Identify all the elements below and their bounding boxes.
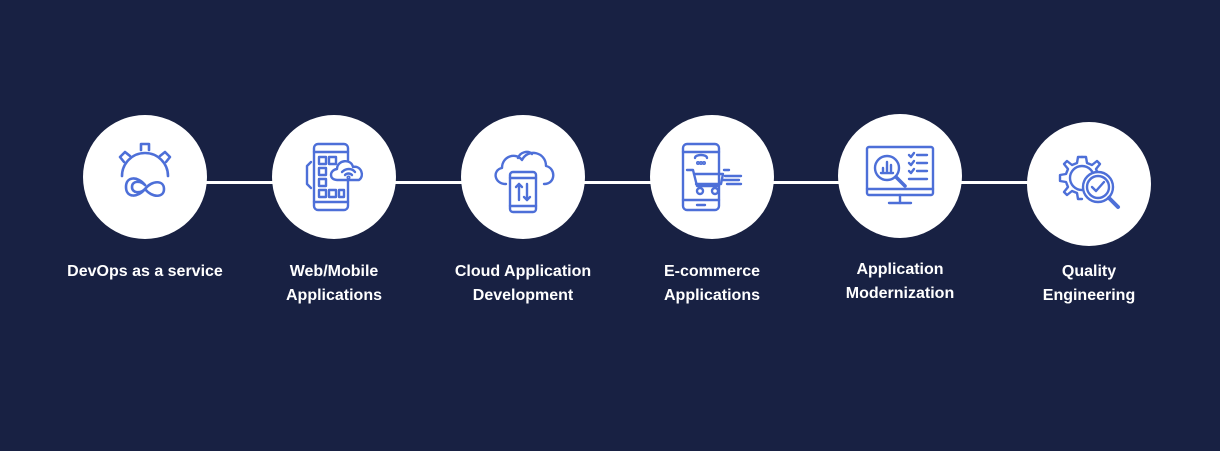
service-icon-circle bbox=[83, 115, 207, 239]
service-web-mobile: Web/Mobile Applications bbox=[239, 0, 429, 451]
service-icon-circle bbox=[272, 115, 396, 239]
service-label: Cloud Application Development bbox=[454, 263, 592, 304]
service-icon-circle bbox=[461, 115, 585, 239]
service-label: Web/Mobile Applications bbox=[285, 263, 382, 304]
service-icon-circle bbox=[1027, 122, 1151, 246]
service-label: E-commerce Applications bbox=[663, 263, 761, 304]
monitor-analytics-magnifier-icon bbox=[865, 145, 935, 205]
service-label: DevOps as a service bbox=[67, 263, 223, 280]
timeline-connector-line bbox=[140, 181, 1090, 184]
gear-magnifier-check-icon bbox=[1058, 155, 1120, 209]
devops-infinity-gear-icon bbox=[118, 142, 172, 198]
service-devops: DevOps as a service bbox=[50, 0, 240, 451]
mobile-shopping-cart-icon bbox=[681, 142, 743, 212]
cloud-phone-sync-icon bbox=[494, 150, 555, 214]
service-ecommerce: E-commerce Applications bbox=[617, 0, 807, 451]
service-icon-circle bbox=[838, 114, 962, 238]
service-quality-engineering: Quality Engineering bbox=[994, 0, 1184, 451]
service-cloud-app-dev: Cloud Application Development bbox=[428, 0, 618, 451]
service-app-modernization: Application Modernization bbox=[805, 0, 995, 451]
service-icon-circle bbox=[650, 115, 774, 239]
service-label: Application Modernization bbox=[845, 261, 955, 302]
mobile-app-wifi-icon bbox=[305, 142, 364, 212]
service-label: Quality Engineering bbox=[1042, 263, 1136, 304]
